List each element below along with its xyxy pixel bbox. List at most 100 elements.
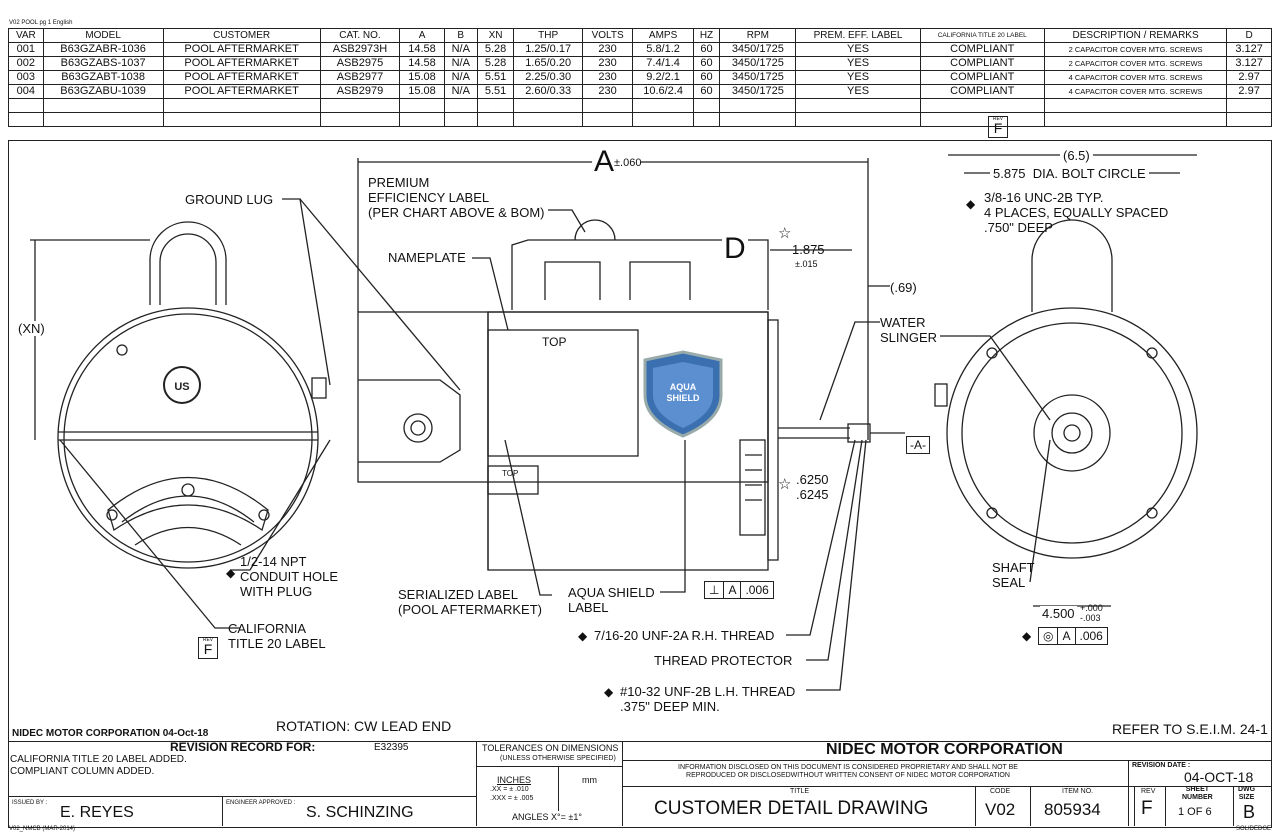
tol-xxx: .XXX = ± .005 xyxy=(490,795,534,802)
svg-text:US: US xyxy=(174,381,189,393)
top-label-2: TOP xyxy=(502,469,519,478)
serialized-label: SERIALIZED LABEL (POOL AFTERMARKET) xyxy=(398,587,542,617)
perpendicularity-tolerance: ⊥ A .006 xyxy=(704,581,774,599)
bolt-circle-label: 5.875 DIA. BOLT CIRCLE xyxy=(990,166,1149,181)
angles-label: ANGLES X°= ±1° xyxy=(512,812,582,822)
ecn-number: E32395 xyxy=(374,742,409,753)
spec-cell: 5.8/1.2 xyxy=(632,42,694,57)
company-name: NIDEC MOTOR CORPORATION xyxy=(826,741,1063,758)
spec-cell: ASB2979 xyxy=(319,84,401,99)
spec-cell: 230 xyxy=(581,70,634,85)
sheet-number: 1 OF 6 xyxy=(1178,806,1212,818)
svg-text:AQUA: AQUA xyxy=(670,382,697,392)
conduit-label: 1/2-14 NPT CONDUIT HOLE WITH PLUG xyxy=(240,554,338,599)
rev-note-2: COMPLIANT COLUMN ADDED. xyxy=(10,766,155,777)
mm-label: mm xyxy=(582,775,597,785)
item-number: 805934 xyxy=(1044,800,1101,819)
spec-cell: ASB2973H xyxy=(319,42,401,57)
issued-by: E. REYES xyxy=(60,804,134,821)
tol-xx: .XX = ± .010 xyxy=(490,786,529,793)
diamond-icon-5: ◆ xyxy=(1022,629,1032,643)
drawing-frame xyxy=(8,140,1272,828)
spec-cell: 1.25/0.17 xyxy=(513,42,583,57)
code-label: CODE xyxy=(990,788,1011,795)
spec-cell: 5.51 xyxy=(476,70,515,85)
diamond-icon-3: ◆ xyxy=(578,629,588,643)
dwg-size-label: DWG SIZE xyxy=(1238,786,1256,801)
water-slinger-label: WATER SLINGER xyxy=(880,315,938,345)
spec-cell: 60 xyxy=(692,56,721,71)
dim-a-label: A xyxy=(592,145,617,178)
diamond-icon-2: ◆ xyxy=(226,566,236,580)
aqua-shield-label: AQUA SHIELD LABEL xyxy=(568,585,655,615)
star-icon-2: ☆ xyxy=(778,476,792,493)
thread-1032: #10-32 UNF-2B L.H. THREAD .375" DEEP MIN… xyxy=(620,684,796,714)
datum-a: -A- xyxy=(906,436,930,454)
title-label: TITLE xyxy=(790,788,810,795)
sheet-label: SHEET NUMBER xyxy=(1182,786,1213,801)
dim-65: (6.5) xyxy=(1060,148,1093,163)
dim-1875: 1.875 xyxy=(792,242,825,257)
drawing-title: CUSTOMER DETAIL DRAWING xyxy=(654,798,929,819)
spec-cell: 5.51 xyxy=(476,84,515,99)
dim-1875-tol: ±.015 xyxy=(795,259,818,269)
issued-by-label: ISSUED BY : xyxy=(12,800,48,806)
spec-row-empty xyxy=(8,112,1272,127)
footer-right: SOLIDEDGE xyxy=(1236,826,1272,832)
concentricity-tolerance: ◎ A .006 xyxy=(1038,627,1108,645)
svg-text:SHIELD: SHIELD xyxy=(666,393,700,403)
code-value: V02 xyxy=(985,800,1016,819)
revision-date: 04-OCT-18 xyxy=(1184,769,1254,785)
spec-cell: N/A xyxy=(443,56,478,71)
shaft-seal-label: SHAFT SEAL xyxy=(992,560,1035,590)
spec-cell: 60 xyxy=(692,42,721,57)
rev-label: REV xyxy=(1141,788,1156,795)
tolerances-sub: (UNLESS OTHERWISE SPECIFIED) xyxy=(500,755,616,762)
footer-left: V02_NMCB (MAR-2014) xyxy=(9,826,76,832)
approved-by: S. SCHINZING xyxy=(306,804,414,821)
rev-value: F xyxy=(1141,798,1153,819)
dim-069: (.69) xyxy=(890,280,917,295)
nameplate-label: NAMEPLATE xyxy=(388,250,466,265)
aqua-shield-logo: AQUA SHIELD xyxy=(643,350,723,438)
premium-label-note: PREMIUM EFFICIENCY LABEL (PER CHART ABOV… xyxy=(368,175,545,220)
inches-label: INCHES xyxy=(497,775,532,785)
rev-flag-table: REV F xyxy=(988,116,1008,138)
spec-cell: 002 xyxy=(8,56,44,71)
spec-cell: 003 xyxy=(8,70,44,85)
refer-note: REFER TO S.E.I.M. 24-1 xyxy=(1112,721,1268,737)
header-note: V02 POOL pg 1 English xyxy=(9,20,73,26)
spec-cell: POOL AFTERMARKET xyxy=(162,70,321,85)
spec-cell: 3450/1725 xyxy=(719,56,797,71)
thread-note: 3/8-16 UNC-2B TYP. 4 PLACES, EQUALLY SPA… xyxy=(984,190,1169,235)
dim-4500-tol: +.000 -.003 xyxy=(1080,603,1103,623)
diamond-icon: ◆ xyxy=(966,197,976,211)
spec-cell: POOL AFTERMARKET xyxy=(162,84,321,99)
spec-cell: 60 xyxy=(692,84,721,99)
spec-cell: 1.65/0.20 xyxy=(513,56,583,71)
dim-a-tolerance: ±.060 xyxy=(614,156,642,171)
top-label-1: TOP xyxy=(542,335,567,349)
thread-716: 7/16-20 UNF-2A R.H. THREAD xyxy=(594,628,775,643)
rev-note-1: CALIFORNIA TITLE 20 LABEL ADDED. xyxy=(10,754,187,765)
approved-label: ENGINEER APPROVED : xyxy=(226,800,296,806)
left-end-view-housing xyxy=(57,307,319,569)
dim-d-label: D xyxy=(722,232,748,265)
spec-cell: 2.25/0.30 xyxy=(513,70,583,85)
diamond-icon-4: ◆ xyxy=(604,685,614,699)
thread-protector: THREAD PROTECTOR xyxy=(654,653,793,668)
right-end-view-housing xyxy=(946,307,1198,559)
tolerances-title: TOLERANCES ON DIMENSIONS xyxy=(482,743,619,753)
dim-xn: (XN) xyxy=(18,321,45,336)
ground-lug-label: GROUND LUG xyxy=(185,192,274,207)
corp-date: NIDEC MOTOR CORPORATION 04-Oct-18 xyxy=(12,728,209,739)
spec-cell: B63GZABU-1039 xyxy=(42,84,164,99)
revision-date-label: REVISION DATE : xyxy=(1132,762,1191,769)
spec-cell: 3.127 xyxy=(1226,56,1272,71)
star-icon: ☆ xyxy=(778,225,792,242)
spec-cell: 3450/1725 xyxy=(719,70,797,85)
